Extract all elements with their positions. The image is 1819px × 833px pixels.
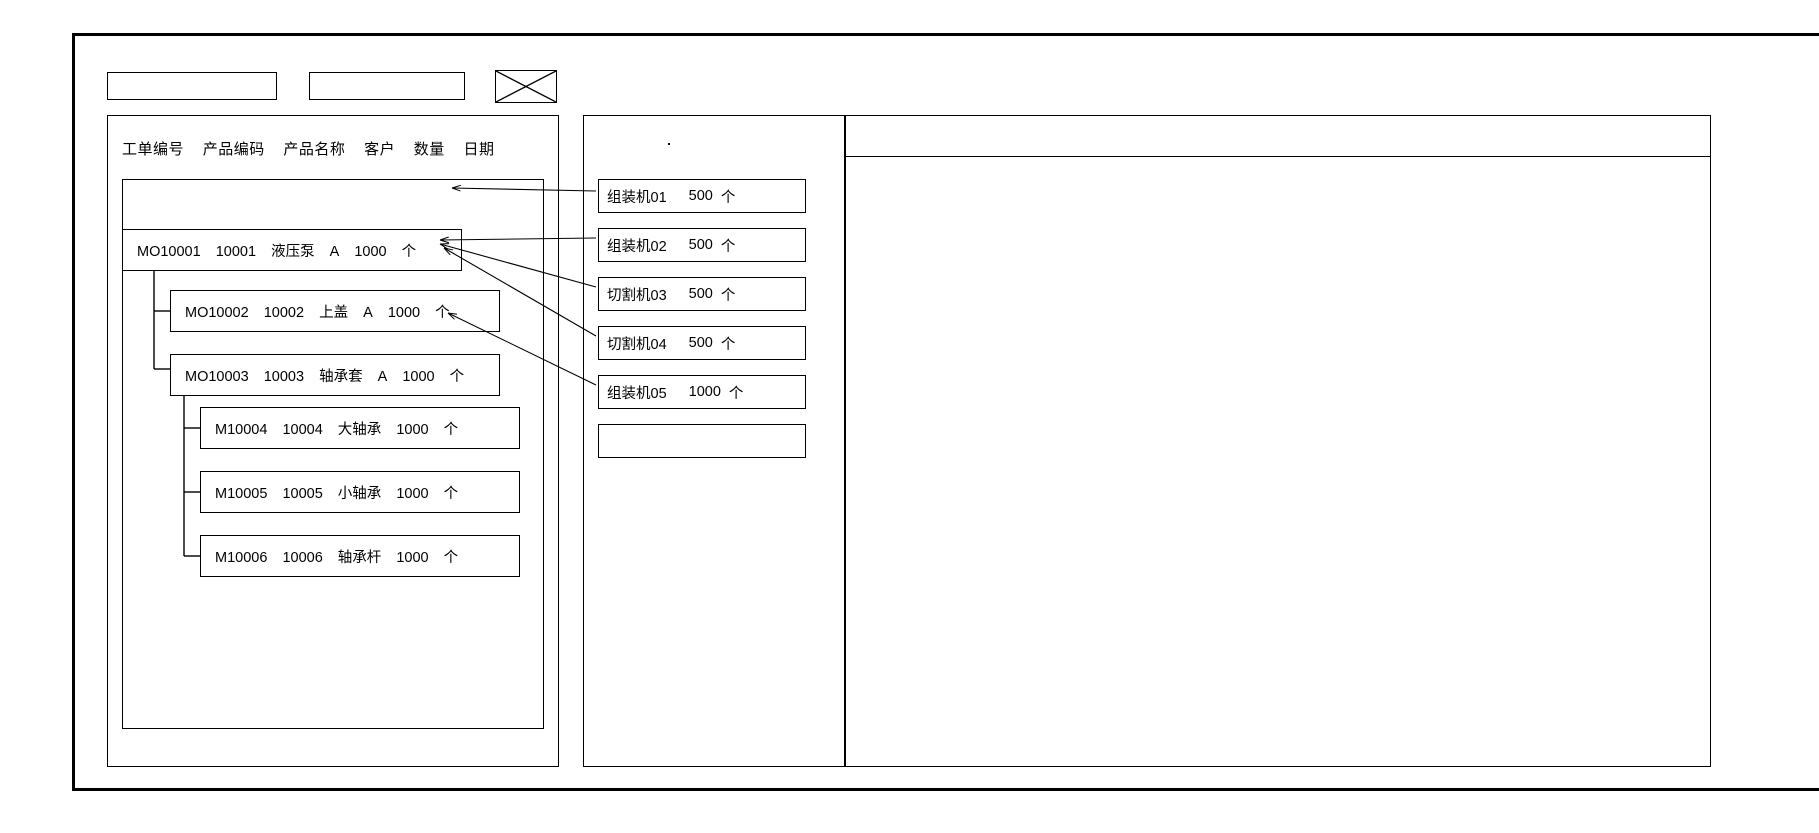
node-qty: 1000 [396, 485, 429, 502]
machine-name: 切割机04 [607, 336, 667, 353]
machine-unit: 个 [720, 336, 736, 353]
machine-qty: 500 [688, 237, 713, 253]
machine-row[interactable]: 组装机02 500 个 [598, 228, 806, 262]
node-product-code: 10003 [263, 368, 305, 385]
machine-unit: 个 [720, 189, 736, 206]
node-product-name: 液压泵 [271, 243, 315, 260]
node-unit: 个 [449, 368, 465, 385]
machine-name: 切割机03 [607, 287, 667, 304]
machine-name: 组装机02 [607, 238, 667, 255]
column-header-qty: 数量 [413, 141, 445, 158]
node-customer: A [329, 243, 340, 260]
machine-qty: 500 [688, 286, 713, 302]
tree-node-row[interactable]: MO10002 10002 上盖 A 1000 个 [170, 290, 500, 332]
machine-row[interactable]: 切割机03 500 个 [598, 277, 806, 311]
machine-unit: 个 [728, 385, 744, 402]
node-order-no: MO10003 [185, 368, 249, 385]
node-product-name: 轴承套 [319, 368, 363, 385]
node-qty: 1000 [402, 368, 435, 385]
node-product-code: 10002 [263, 304, 305, 321]
tree-node-row[interactable]: MO10001 10001 液压泵 A 1000 个 [122, 229, 462, 271]
machine-qty: 1000 [688, 384, 721, 400]
toolbar-field-two[interactable] [309, 72, 465, 100]
node-product-name: 大轴承 [337, 421, 382, 438]
node-customer: A [363, 304, 373, 321]
tree-node-row[interactable]: M10004 10004 大轴承 1000 个 [200, 407, 520, 449]
node-order-no: MO10001 [137, 243, 201, 260]
column-headers: 工单编号 产品编码 产品名称 客户 数量 日期 [122, 138, 542, 159]
node-unit: 个 [443, 549, 459, 566]
node-unit: 个 [435, 304, 450, 321]
node-product-code: 10001 [215, 243, 257, 260]
node-qty: 1000 [354, 243, 387, 260]
node-product-code: 10006 [282, 549, 323, 566]
node-product-name: 轴承杆 [337, 549, 382, 566]
node-order-no: M10005 [215, 485, 268, 502]
machine-row[interactable]: 组装机01 500 个 [598, 179, 806, 213]
panel-marker-dot [668, 143, 670, 145]
machine-qty: 500 [688, 188, 713, 204]
machine-qty: 500 [688, 335, 713, 351]
node-product-name: 上盖 [319, 304, 349, 321]
machine-row-empty[interactable] [598, 424, 806, 458]
machine-unit: 个 [720, 238, 736, 255]
node-product-code: 10005 [282, 485, 323, 502]
node-unit: 个 [401, 243, 417, 260]
machine-row[interactable]: 组装机05 1000 个 [598, 375, 806, 409]
toolbar [107, 70, 1807, 106]
machine-name: 组装机05 [607, 385, 667, 402]
detail-panel-header-divider [846, 156, 1710, 157]
column-header-date: 日期 [463, 141, 495, 158]
node-customer: A [377, 368, 388, 385]
node-qty: 1000 [387, 304, 421, 321]
node-order-no: MO10002 [185, 304, 249, 321]
tree-node-row[interactable]: M10006 10006 轴承杆 1000 个 [200, 535, 520, 577]
node-unit: 个 [443, 485, 459, 502]
column-header-order-no: 工单编号 [122, 141, 185, 158]
detail-panel [845, 115, 1711, 767]
column-header-product-code: 产品编码 [202, 141, 265, 158]
node-qty: 1000 [396, 421, 429, 438]
node-product-code: 10004 [282, 421, 323, 438]
machine-unit: 个 [720, 287, 736, 304]
column-header-product-name: 产品名称 [283, 141, 346, 158]
machine-row[interactable]: 切割机04 500 个 [598, 326, 806, 360]
machine-schedule-panel: 组装机01 500 个 组装机02 500 个 切割机03 500 个 切割机0… [583, 115, 845, 767]
node-product-name: 小轴承 [337, 485, 382, 502]
node-order-no: M10004 [215, 421, 268, 438]
machine-name: 组装机01 [607, 189, 667, 206]
work-order-panel: 工单编号 产品编码 产品名称 客户 数量 日期 MO10001 [107, 115, 559, 767]
node-unit: 个 [443, 421, 459, 438]
tree-node-row[interactable]: M10005 10005 小轴承 1000 个 [200, 471, 520, 513]
tree-node-row[interactable]: MO10003 10003 轴承套 A 1000 个 [170, 354, 500, 396]
node-order-no: M10006 [215, 549, 268, 566]
column-header-customer: 客户 [364, 141, 396, 158]
node-qty: 1000 [396, 549, 429, 566]
image-placeholder-x-icon[interactable] [495, 70, 557, 103]
toolbar-field-one[interactable] [107, 72, 277, 100]
